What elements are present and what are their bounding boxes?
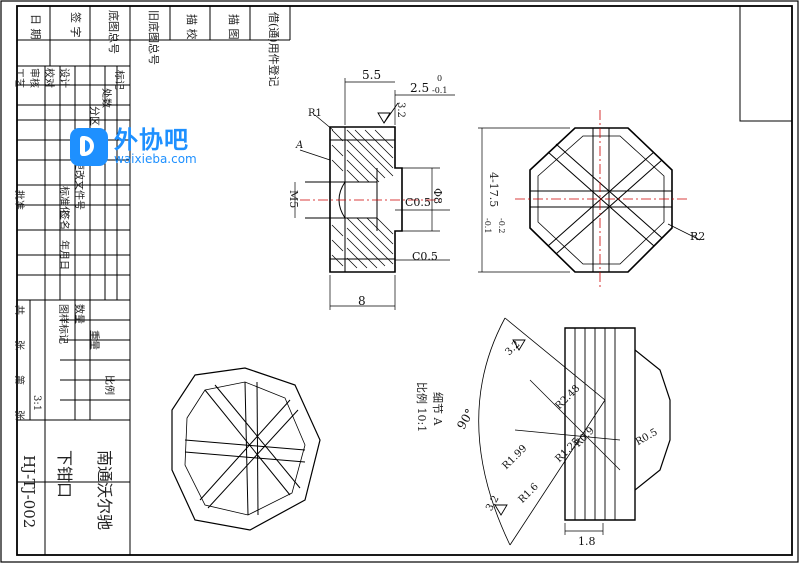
side-table xyxy=(17,6,291,555)
dim-r1: R1 xyxy=(308,108,322,119)
title-header-count: 处数 xyxy=(100,88,111,108)
title-col-weight: 重量 xyxy=(88,330,99,350)
watermark-url: waixieba.com xyxy=(114,152,197,166)
title-sheet-num: 第 xyxy=(13,375,24,385)
title-sheet-label: 张 xyxy=(13,340,24,350)
title-header-mark: 标记 xyxy=(113,70,124,90)
title-role-review: 审核 xyxy=(28,68,39,88)
watermark: 外协吧 waixieba.com xyxy=(70,127,197,166)
side-cell-trace: 描 图 xyxy=(227,14,240,40)
detail-scale: 比例 10:1 xyxy=(415,382,428,433)
title-header-change-doc: 更改文件号 xyxy=(73,160,84,210)
title-role-approve: 批准 xyxy=(13,190,24,210)
side-cell-trace-check: 描 校 xyxy=(185,14,198,40)
side-cell-old-number: 旧底图总号 xyxy=(147,10,160,65)
side-cell-signature: 签 字 xyxy=(69,12,82,38)
title-scale-value: 3:1 xyxy=(31,395,42,412)
watermark-brand: 外协吧 xyxy=(114,126,189,154)
dim-17-5: 4-17.5 xyxy=(487,172,500,208)
detail-1-8: 1.8 xyxy=(578,535,596,548)
dim-2-5: 2.5 xyxy=(410,81,430,95)
inner-frame xyxy=(16,5,793,556)
watermark-logo-icon xyxy=(70,127,108,166)
dim-2-5-tol-dn: -0.1 xyxy=(432,86,448,95)
title-role-design: 设计 xyxy=(58,68,69,88)
title-col-scale: 比例 xyxy=(103,375,114,395)
side-cell-base-number: 底图总号 xyxy=(107,10,120,54)
dim-17-5-tol-dn: -0.2 xyxy=(497,218,506,234)
dim-r2: R2 xyxy=(690,230,706,243)
corner-box xyxy=(739,5,793,122)
dim-17-5-tol-up: -0.1 xyxy=(483,218,492,234)
title-col-drawing-mark: 图样标记 xyxy=(57,304,68,344)
isometric-view xyxy=(171,367,321,531)
title-drawing-number: HJ-TJ-002 xyxy=(20,455,38,529)
dim-5-5: 5.5 xyxy=(362,68,382,82)
title-sheet-total: 共 xyxy=(13,305,24,315)
side-cell-date: 日 期 xyxy=(29,14,42,40)
end-view xyxy=(478,110,701,290)
section-view xyxy=(294,78,455,310)
title-header-zone: 分区 xyxy=(88,106,99,126)
detail-title: 细节 A xyxy=(431,392,444,426)
title-role-proofread: 校对 xyxy=(43,68,54,88)
title-header-date: 年月日 xyxy=(58,240,69,270)
side-cell-borrowed: 借(通)用件登记 xyxy=(267,12,280,87)
detail-view xyxy=(478,317,671,546)
dim-2-5-tol-up: 0 xyxy=(437,74,443,83)
dim-8: 8 xyxy=(358,294,366,308)
title-role-process: 工艺 xyxy=(13,68,24,88)
dim-phi8: Φ8 xyxy=(431,188,444,205)
title-sheet-label-2: 张 xyxy=(13,410,24,420)
title-col-quantity: 数量 xyxy=(73,304,84,324)
surface-finish-a: 3.2 xyxy=(395,102,406,118)
dim-c05-b: C0.5 xyxy=(412,250,438,263)
section-mark-a: A xyxy=(296,140,304,151)
dim-m5: M5 xyxy=(287,190,300,209)
dim-c05-a: C0.5 xyxy=(405,196,431,209)
title-company: 南通沃尔驰 xyxy=(95,450,114,531)
title-role-standard: 标准化 xyxy=(58,186,69,216)
title-block xyxy=(17,66,130,555)
title-part-name: 下钳口 xyxy=(55,450,74,499)
